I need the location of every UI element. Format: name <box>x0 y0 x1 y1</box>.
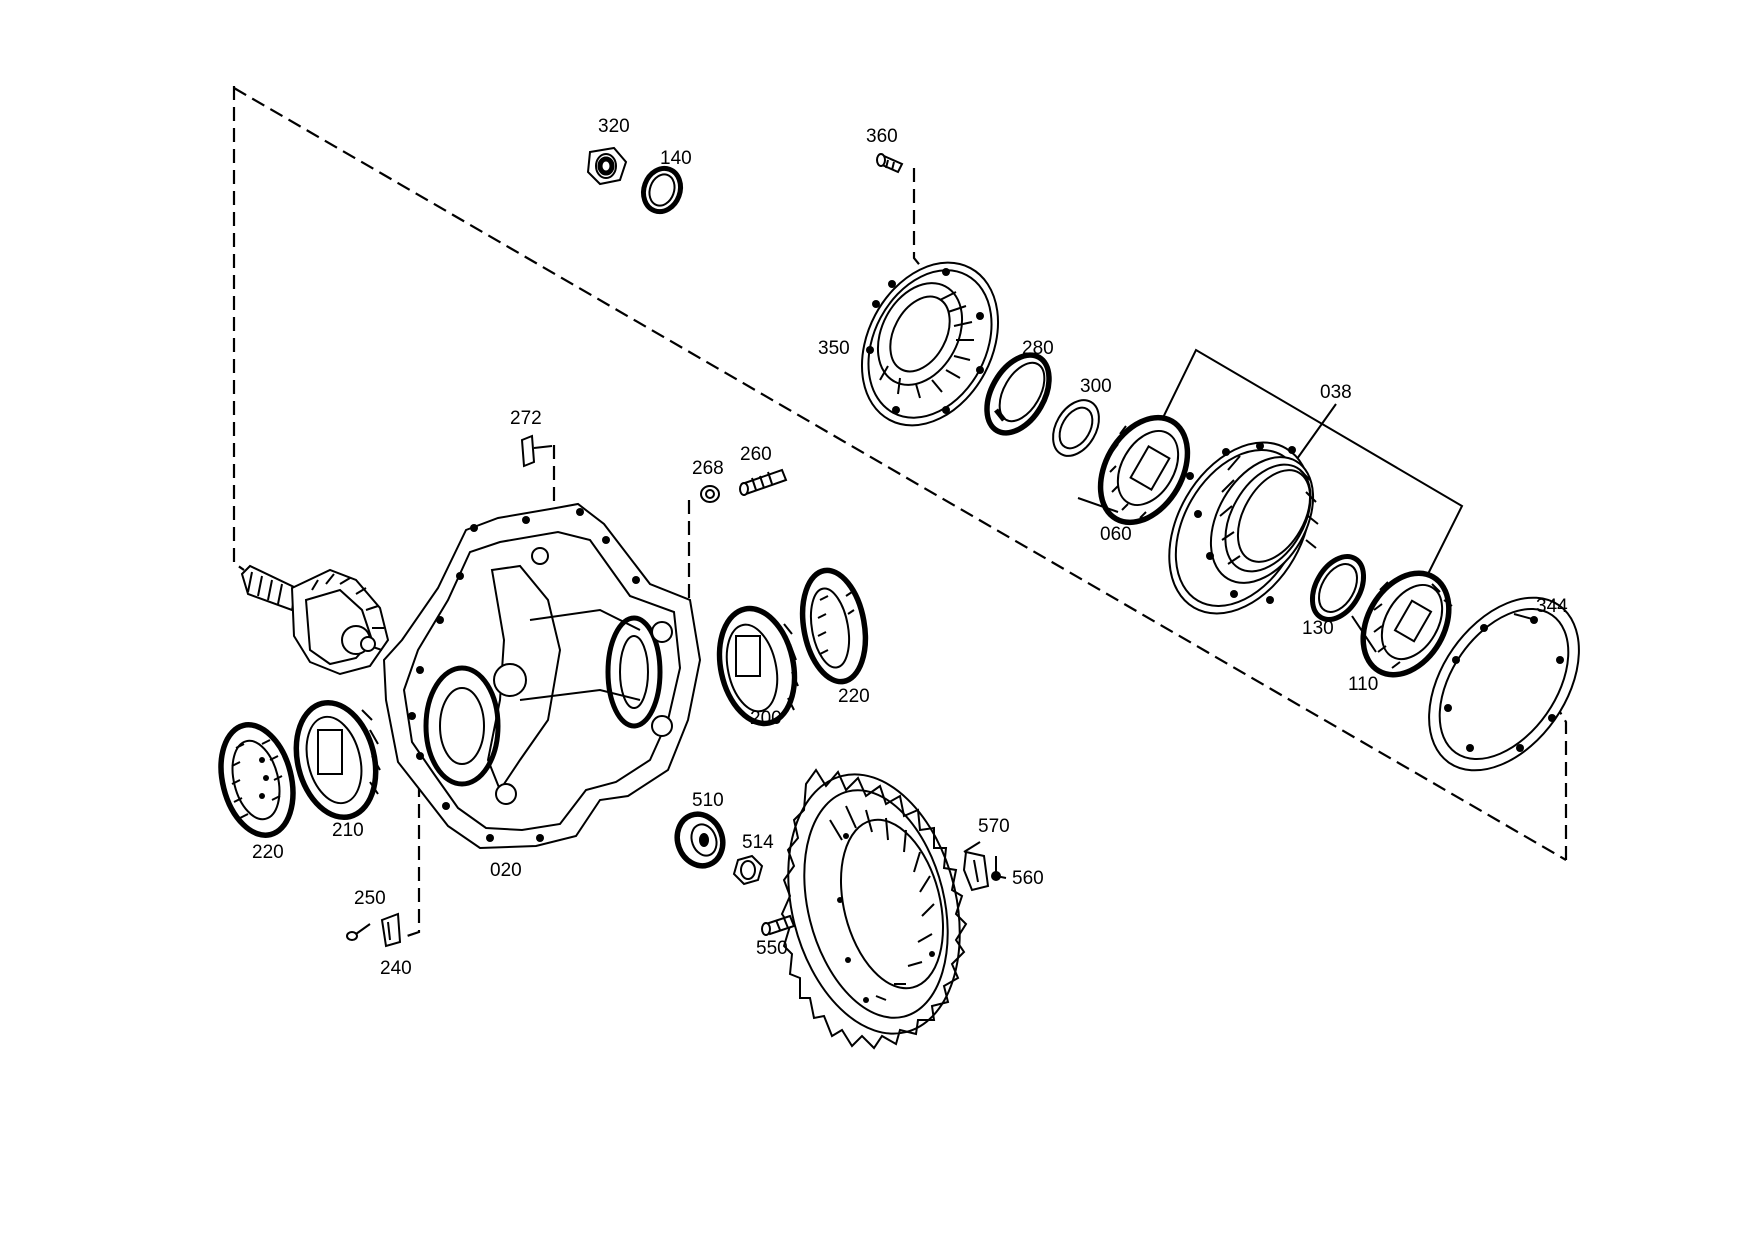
label-514: 514 <box>742 832 774 853</box>
lock-plate-570 <box>962 850 990 892</box>
label-200: 200 <box>750 708 782 729</box>
label-140: 140 <box>660 148 692 169</box>
differential-housing-020 <box>382 502 702 850</box>
bolt-360 <box>876 153 904 174</box>
label-300: 300 <box>1080 376 1112 397</box>
ring-140 <box>640 165 684 215</box>
flange-350 <box>860 261 1000 427</box>
leader-lines <box>963 497 1537 879</box>
assembly-dashed-lines <box>232 86 1568 938</box>
bolt-550 <box>761 914 796 936</box>
part-labels: 320 140 360 350 280 300 038 060 130 110 … <box>252 116 1568 979</box>
bearing-210 <box>293 699 381 821</box>
label-360: 360 <box>866 126 898 147</box>
gasket-344 <box>1428 596 1580 772</box>
part-268 <box>700 485 720 503</box>
bearing-200 <box>716 605 799 727</box>
label-220-left: 220 <box>252 842 284 863</box>
label-320: 320 <box>598 116 630 137</box>
label-560: 560 <box>1012 868 1044 889</box>
label-110: 110 <box>1348 674 1378 695</box>
label-060: 060 <box>1100 524 1132 545</box>
drive-pinion <box>240 564 390 676</box>
label-260: 260 <box>740 444 772 465</box>
label-272: 272 <box>510 408 542 429</box>
bearing-race-220-left <box>218 722 296 838</box>
part-260 <box>739 468 788 496</box>
label-350: 350 <box>818 338 850 359</box>
ring-300 <box>1052 399 1100 457</box>
label-268: 268 <box>692 458 724 479</box>
label-250: 250 <box>354 888 386 909</box>
label-280: 280 <box>1022 338 1054 359</box>
label-240: 240 <box>380 958 412 979</box>
label-020: 020 <box>490 860 522 881</box>
nut-320 <box>586 146 628 186</box>
label-570: 570 <box>978 816 1010 837</box>
label-550: 550 <box>756 938 788 959</box>
bearing-race-220-right <box>799 567 869 685</box>
label-344: 344 <box>1536 596 1568 617</box>
seal-280 <box>984 352 1052 436</box>
bearing-housing-038 <box>1168 441 1319 615</box>
part-272 <box>520 434 553 468</box>
label-510: 510 <box>692 790 724 811</box>
label-038: 038 <box>1320 382 1352 403</box>
bearing-060 <box>1097 414 1191 526</box>
screw-250 <box>346 923 371 941</box>
bearing-510 <box>674 811 726 869</box>
lock-plate-240 <box>380 912 402 948</box>
label-210: 210 <box>332 820 364 841</box>
label-220-right: 220 <box>838 686 870 707</box>
label-130: 130 <box>1302 618 1334 639</box>
ring-130 <box>1309 554 1367 622</box>
crown-wheel <box>780 768 968 1050</box>
bearing-110 <box>1360 570 1453 678</box>
ring-514 <box>732 854 764 886</box>
